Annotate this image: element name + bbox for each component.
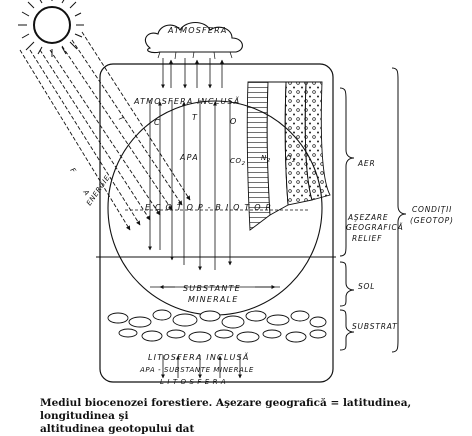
ray-letter-a: A — [81, 188, 91, 198]
minerale-label: MINERALE — [188, 295, 238, 304]
caption-line-2: altitudinea geotopului dat — [40, 423, 195, 435]
apa-label: APA — [179, 153, 199, 162]
cloud-icon — [144, 21, 243, 60]
relief-label: RELIEF — [352, 234, 382, 243]
horizontal-flow-arrows — [125, 209, 310, 289]
letter-c: C — [154, 118, 161, 127]
ray-letter-f: F — [68, 167, 77, 176]
substrate-rocks — [107, 309, 327, 343]
litosfera-inclusa-label: LITOSFERA INCLUSĂ — [148, 351, 250, 362]
letter-o: O — [230, 117, 238, 126]
substante-label: SUBSTANTE — [183, 284, 241, 293]
geotop-frame — [99, 63, 334, 383]
n2-label: N2 — [261, 154, 271, 164]
litosfera-label: L I T O S F E R A — [160, 378, 226, 386]
apa-substante-label: APA - SUBSTANTE MINERALE — [139, 366, 254, 374]
letter-t: T — [192, 113, 198, 122]
geotop-label: (GEOTOP) — [410, 216, 454, 225]
conditii-label: CONDIŢII — [412, 205, 452, 214]
atmosfera-inclusa-label: ATMOSFERA INCLUSĂ — [133, 95, 240, 106]
svg-text:N2: N2 — [261, 154, 271, 164]
soil-layers — [246, 81, 331, 231]
atmosfera-label: ATMOSFERA — [167, 26, 228, 35]
ray-letter-t: T — [116, 115, 125, 124]
figure-caption: Mediul biocenozei forestiere. Aşezare ge… — [40, 397, 465, 436]
atmosphere-exchange-arrows — [161, 58, 224, 89]
sun-icon — [18, 0, 84, 57]
sol-label: SOL — [358, 282, 375, 291]
side-braces — [339, 67, 407, 353]
lithosphere-exchange-arrows — [161, 355, 242, 379]
asezare-label: AŞEZARE — [347, 213, 388, 222]
geografica-label: GEOGRAFICĂ — [346, 223, 404, 232]
svg-text:O2: O2 — [286, 154, 296, 164]
internal-flow-arrows — [148, 100, 232, 271]
substrat-label: SUBSTRAT — [352, 322, 398, 331]
aer-label: AER — [357, 159, 375, 168]
svg-text:CO2: CO2 — [230, 157, 246, 167]
caption-line-1: Mediul biocenozei forestiere. Aşezare ge… — [40, 397, 412, 422]
ecotop-biotop-label: E C O T O P - B I O T O P — [145, 203, 272, 212]
sun-rays — [19, 31, 191, 231]
o2-label: O2 — [286, 154, 296, 164]
co2-label: CO2 — [230, 157, 246, 167]
biocenosis-diagram: T F A ENERGIE ATMOSFERA — [18, 0, 454, 386]
